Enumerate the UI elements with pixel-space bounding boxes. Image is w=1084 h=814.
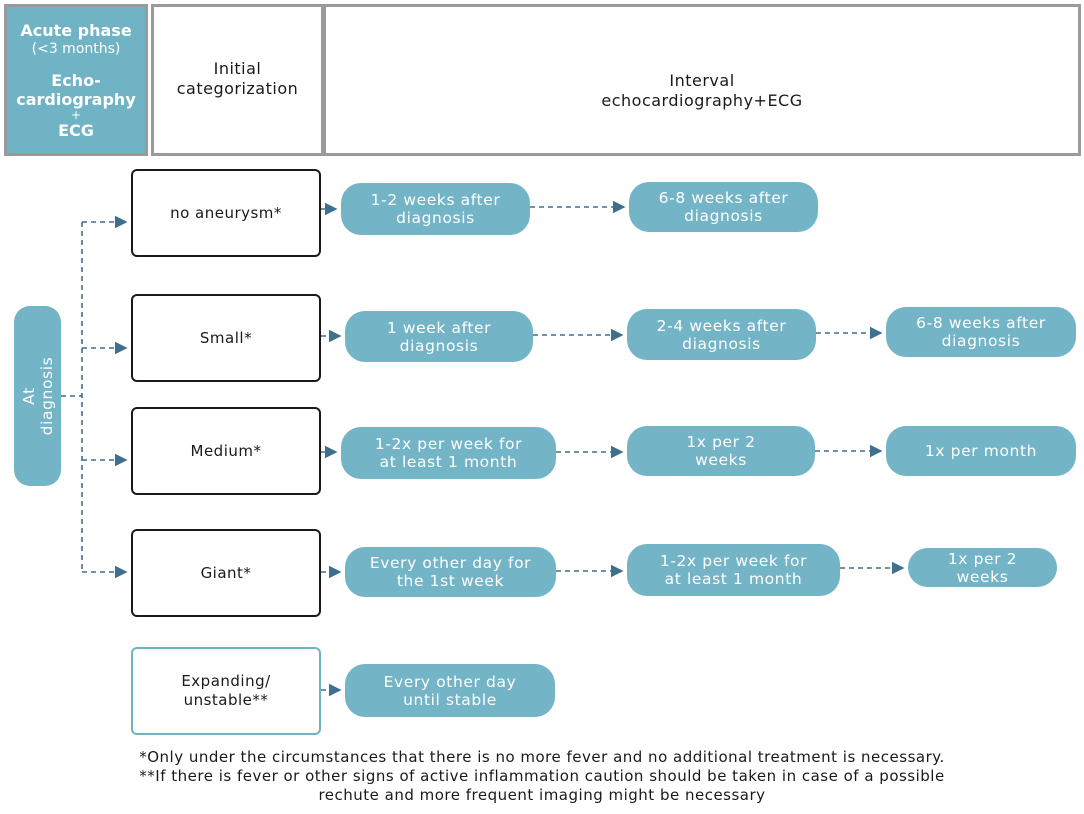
step-pill: 1x per 2 weeks xyxy=(627,426,815,476)
step-pill: 1x per month xyxy=(886,426,1076,476)
acute-phase-title: Acute phase xyxy=(20,20,132,40)
interval-header: Interval echocardiography+ECG xyxy=(323,4,1081,156)
initial-categorization-header: Initial categorization xyxy=(151,4,324,156)
at-diagnosis-node: At diagnosis xyxy=(14,306,61,486)
step-pill: 6-8 weeks after diagnosis xyxy=(886,307,1076,357)
interval-label: Interval echocardiography+ECG xyxy=(601,71,803,110)
step-pill: Every other day for the 1st week xyxy=(345,547,556,597)
step-pill: 1-2x per week for at least 1 month xyxy=(341,427,556,479)
acute-phase-header: Acute phase (<3 months) Echo- cardiograp… xyxy=(4,4,148,156)
category-expanding-unstable: Expanding/ unstable** xyxy=(131,647,321,735)
step-pill: Every other day until stable xyxy=(345,664,555,717)
step-pill: 1 week after diagnosis xyxy=(345,311,533,362)
acute-phase-plus: + xyxy=(70,107,82,122)
category-no-aneurysm: no aneurysm* xyxy=(131,169,321,257)
footnote-2: **If there is fever or other signs of ac… xyxy=(139,767,945,804)
initial-categorization-label: Initial categorization xyxy=(176,59,299,98)
category-small: Small* xyxy=(131,294,321,382)
step-pill: 1-2x per week for at least 1 month xyxy=(627,544,840,596)
acute-phase-subtitle: (<3 months) xyxy=(31,40,121,57)
acute-phase-method: Echo- cardiography xyxy=(16,70,136,109)
step-pill: 1x per 2 weeks xyxy=(908,548,1057,587)
at-diagnosis-label: At diagnosis xyxy=(19,356,56,436)
category-medium: Medium* xyxy=(131,407,321,495)
acute-phase-ecg: ECG xyxy=(58,120,94,140)
footnote-1: *Only under the circumstances that there… xyxy=(139,748,945,766)
step-pill: 2-4 weeks after diagnosis xyxy=(627,309,816,360)
step-pill: 6-8 weeks after diagnosis xyxy=(629,182,818,232)
footnotes: *Only under the circumstances that there… xyxy=(0,748,1084,805)
category-giant: Giant* xyxy=(131,529,321,617)
step-pill: 1-2 weeks after diagnosis xyxy=(341,183,530,235)
